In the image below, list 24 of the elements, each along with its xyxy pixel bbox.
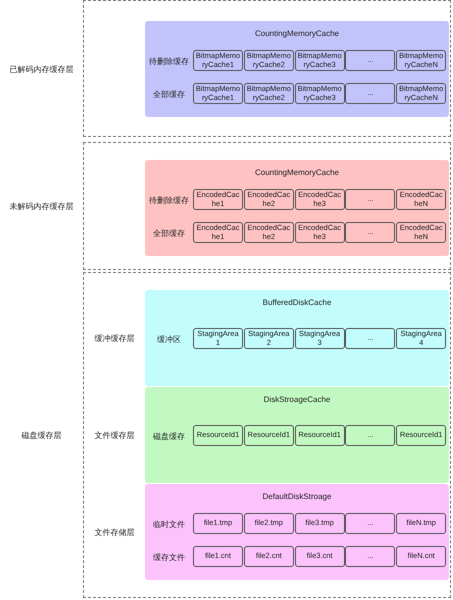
cache-panel <box>145 21 449 117</box>
row-label: 全部缓存 <box>152 89 186 100</box>
row-label: 缓冲区 <box>156 334 182 345</box>
layer-label: 文件缓存层 <box>94 430 136 441</box>
row-label: 磁盘缓存 <box>152 431 186 442</box>
row-label: 待删除缓存 <box>148 195 190 206</box>
layer-label: 文件存储层 <box>94 527 136 538</box>
cache-panel <box>145 290 449 386</box>
cache-panel <box>145 484 449 580</box>
panel-title: CountingMemoryCache <box>254 29 340 38</box>
panel-title: BufferedDiskCache <box>262 298 332 307</box>
layer-label: 缓冲缓存层 <box>94 333 136 344</box>
cache-panel <box>145 387 449 483</box>
panel-title: DiskStroageCache <box>262 395 332 404</box>
panel-title: DefaultDiskStroage <box>262 492 332 501</box>
layer-label: 磁盘缓存层 <box>20 430 62 441</box>
row-label: 临时文件 <box>152 519 186 530</box>
layer-label: 未解码内存缓存层 <box>8 201 74 212</box>
cache-panel <box>145 160 449 256</box>
panel-title: CountingMemoryCache <box>254 168 340 177</box>
row-label: 缓存文件 <box>152 552 186 563</box>
layer-label: 已解码内存缓存层 <box>8 64 74 74</box>
row-label: 全部缓存 <box>152 228 186 239</box>
row-label: 待删除缓存 <box>148 56 190 67</box>
